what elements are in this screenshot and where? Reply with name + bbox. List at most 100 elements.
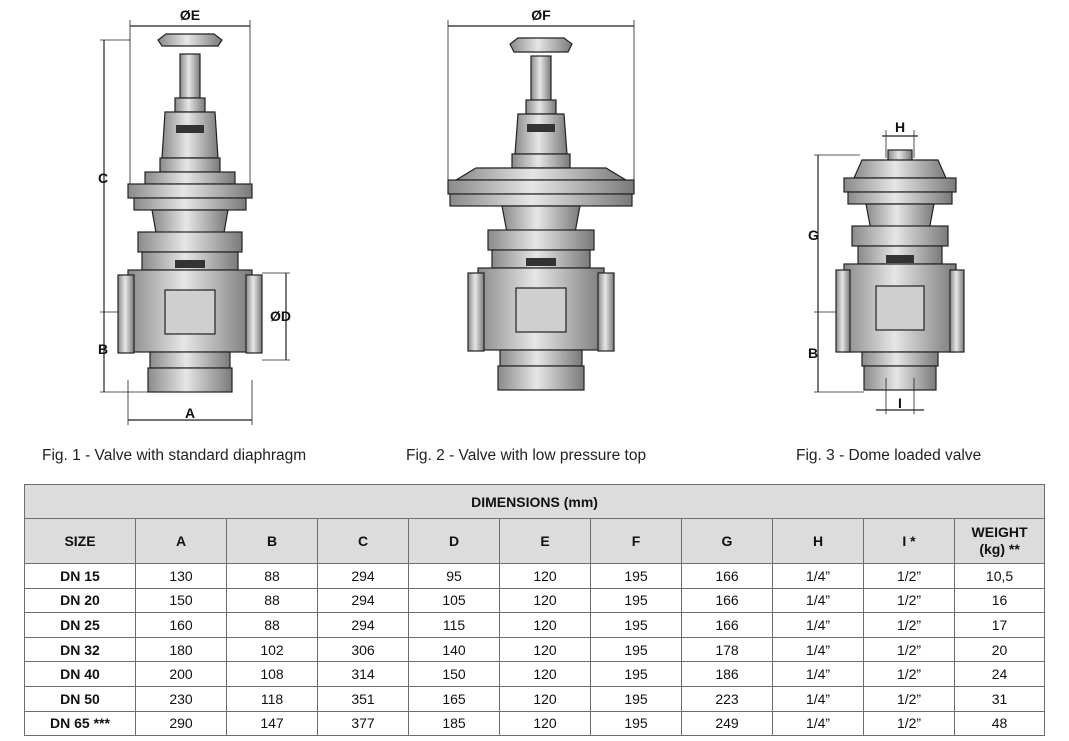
table-cell: 17 [953, 612, 1046, 638]
dim-label-b: B [808, 345, 818, 361]
valve-drawing-standard [100, 20, 290, 425]
table-cell: 1/2” [863, 710, 955, 737]
table-cell: 1/2” [863, 685, 955, 712]
table-cell: 1/2” [863, 636, 955, 663]
table-cell: 147 [226, 710, 318, 737]
table-cell: 1/4” [772, 661, 864, 687]
column-header: H [772, 518, 864, 564]
table-cell: 140 [408, 636, 500, 663]
size-cell: DN 50 [24, 685, 136, 712]
table-cell: 195 [590, 685, 682, 712]
figure-1-caption: Fig. 1 - Valve with standard diaphragm [42, 447, 307, 464]
table-cell: 230 [135, 685, 227, 712]
valve-drawing-dome-loaded: H G B I [808, 119, 965, 414]
table-cell: 314 [317, 661, 409, 687]
table-cell: 1/4” [772, 563, 864, 589]
table-cell: 1/4” [772, 685, 864, 712]
table-cell: 10,5 [953, 563, 1046, 589]
table-cell: 120 [499, 612, 591, 638]
table-cell: 1/2” [863, 587, 955, 614]
table-cell: 120 [499, 710, 591, 737]
table-cell: 115 [408, 612, 500, 638]
figure-standard-diaphragm: ØE C B ØD A [90, 0, 310, 440]
column-header: G [681, 518, 773, 564]
table-cell: 1/4” [772, 710, 864, 737]
table-cell: 48 [953, 710, 1046, 737]
column-header: E [499, 518, 591, 564]
figure-2-caption: Fig. 2 - Valve with low pressure top [406, 447, 647, 464]
figure-3-caption: Fig. 3 - Dome loaded valve [796, 447, 982, 464]
dim-label-b: B [98, 341, 108, 357]
size-cell: DN 15 [24, 563, 136, 589]
table-cell: 195 [590, 710, 682, 737]
table-cell: 120 [499, 587, 591, 614]
dim-label-e: ØE [180, 7, 200, 23]
table-cell: 1/4” [772, 612, 864, 638]
table-cell: 195 [590, 563, 682, 589]
dim-label-c: C [98, 170, 108, 186]
table-cell: 223 [681, 685, 773, 712]
table-cell: 20 [953, 636, 1046, 663]
table-cell: 108 [226, 661, 318, 687]
column-header: WEIGHT (kg) ** [953, 518, 1046, 564]
table-cell: 290 [135, 710, 227, 737]
column-header: SIZE [24, 518, 136, 564]
table-cell: 24 [953, 661, 1046, 687]
column-header: I * [863, 518, 955, 564]
table-cell: 16 [953, 587, 1046, 614]
brand-mark [886, 255, 914, 263]
dim-label-d: ØD [270, 308, 291, 324]
table-cell: 195 [590, 612, 682, 638]
table-cell: 160 [135, 612, 227, 638]
table-cell: 1/4” [772, 587, 864, 614]
dim-label-i: I [898, 395, 902, 411]
table-cell: 249 [681, 710, 773, 737]
table-cell: 130 [135, 563, 227, 589]
table-cell: 166 [681, 612, 773, 638]
dim-label-g: G [808, 227, 819, 243]
table-cell: 120 [499, 636, 591, 663]
table-cell: 88 [226, 612, 318, 638]
table-cell: 95 [408, 563, 500, 589]
table-cell: 166 [681, 587, 773, 614]
table-cell: 120 [499, 563, 591, 589]
figure-low-pressure-top: ØF [436, 0, 646, 440]
table-cell: 195 [590, 636, 682, 663]
size-cell: DN 32 [24, 636, 136, 663]
table-cell: 294 [317, 587, 409, 614]
table-cell: 165 [408, 685, 500, 712]
size-cell: DN 20 [24, 587, 136, 614]
column-header: D [408, 518, 500, 564]
figure-dome-loaded: H G B I [800, 0, 980, 440]
table-cell: 200 [135, 661, 227, 687]
dim-label-a: A [185, 405, 195, 421]
table-cell: 294 [317, 612, 409, 638]
table-cell: 178 [681, 636, 773, 663]
table-cell: 377 [317, 710, 409, 737]
table-cell: 185 [408, 710, 500, 737]
table-cell: 1/2” [863, 612, 955, 638]
table-cell: 118 [226, 685, 318, 712]
column-header: A [135, 518, 227, 564]
brand-mark [526, 124, 556, 266]
size-cell: DN 25 [24, 612, 136, 638]
dim-label-f: ØF [531, 7, 551, 23]
table-cell: 294 [317, 563, 409, 589]
table-cell: 166 [681, 563, 773, 589]
column-header: F [590, 518, 682, 564]
column-header: B [226, 518, 318, 564]
table-cell: 1/4” [772, 636, 864, 663]
brand-mark [175, 125, 205, 268]
table-cell: 186 [681, 661, 773, 687]
table-cell: 120 [499, 685, 591, 712]
dim-label-h: H [895, 119, 905, 135]
column-header: C [317, 518, 409, 564]
valve-drawing-low-pressure: ØF [447, 7, 635, 391]
